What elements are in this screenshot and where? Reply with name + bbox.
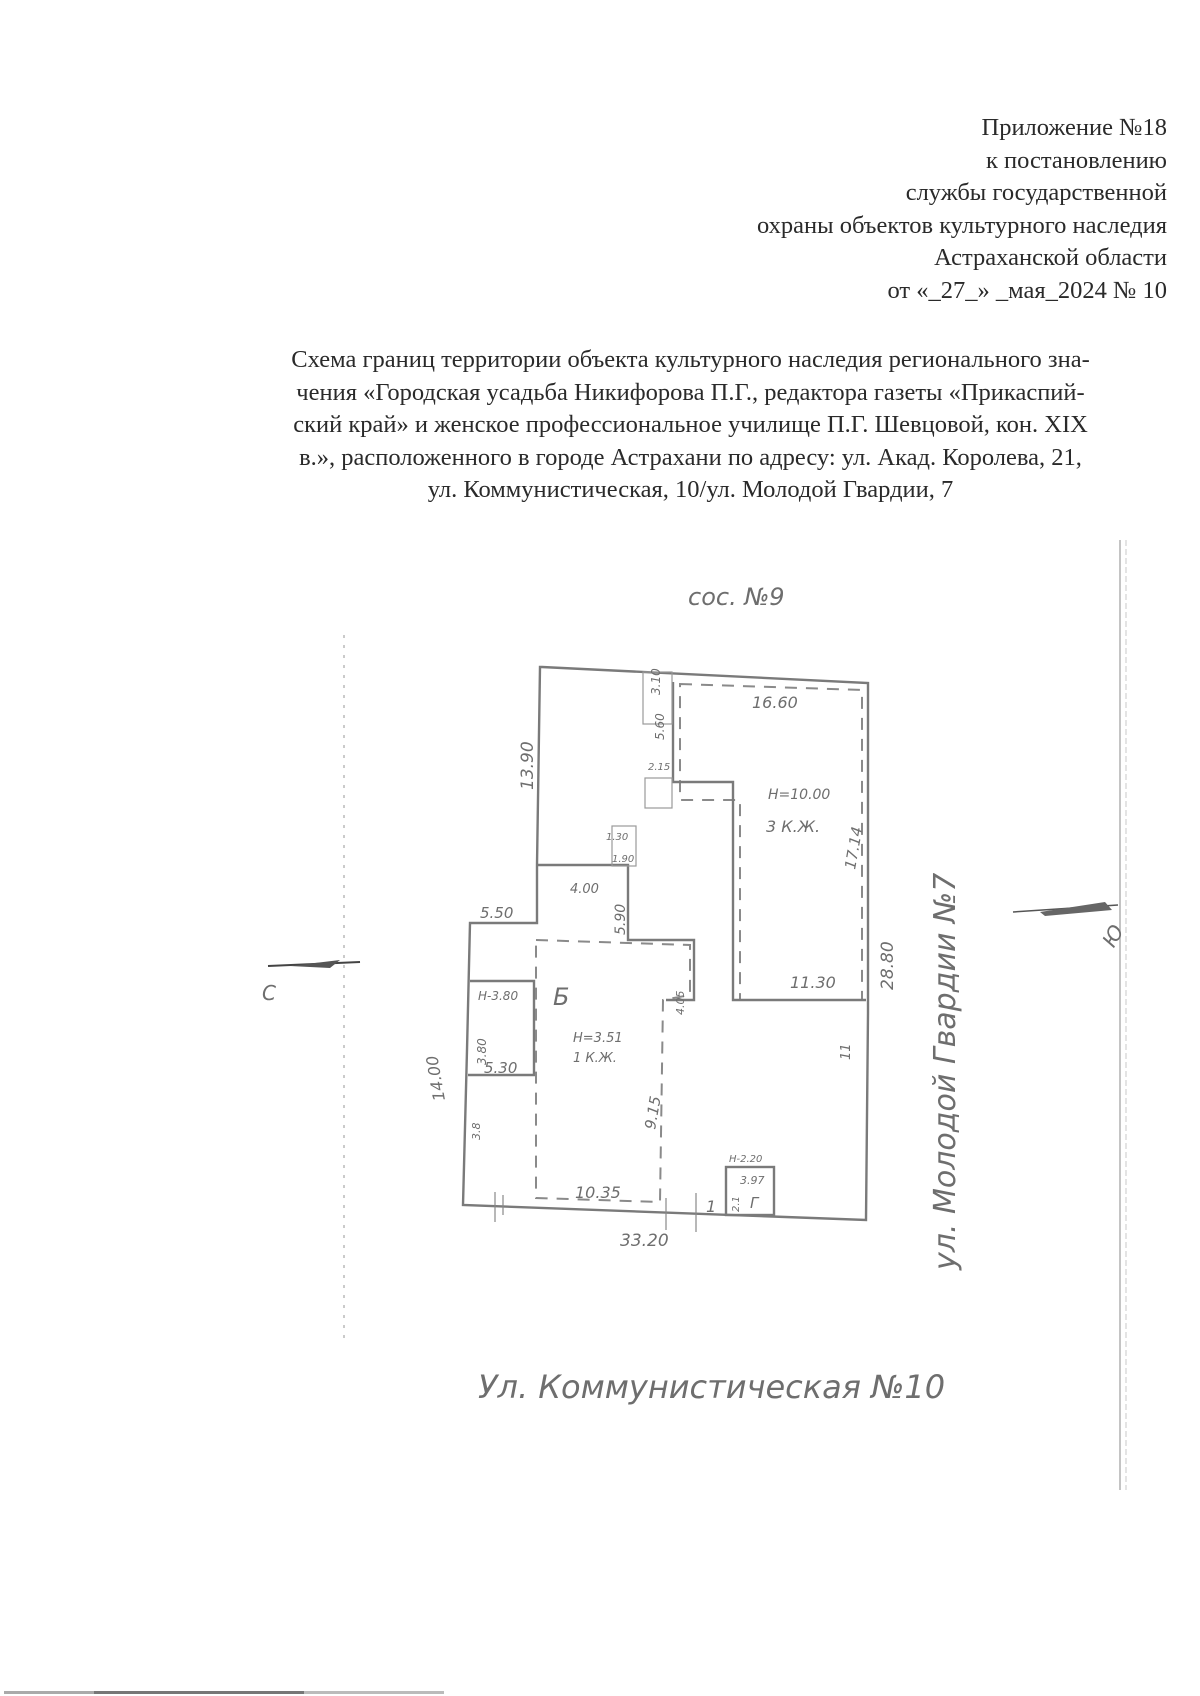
title-line: Схема границ территории объекта культурн… (291, 346, 1090, 373)
dim-small-stair: 2.15 (648, 762, 670, 773)
dimension-ticks (494, 1192, 697, 1232)
street-label-bottom: Ул. Коммунистическая №10 (478, 1368, 945, 1406)
small-box-side: 2.1 (731, 1196, 742, 1212)
dim-small-mid-2: 1.90 (612, 854, 634, 865)
dim-left-side-small: 3.80 (475, 1038, 489, 1065)
dim-small-top-2: 3.10 (649, 668, 663, 695)
dim-left-total: 14.00 (422, 1054, 449, 1102)
dim-main-building-bottom: 11.30 (790, 973, 836, 992)
appendix-number: Приложение №18 (981, 114, 1168, 141)
document-title: Схема границ территории объекта культурн… (218, 344, 1163, 507)
dim-small-top-1: 5.60 (653, 713, 667, 740)
small-box-height: Н-2.20 (729, 1154, 762, 1165)
dim-right-total: 28.80 (878, 941, 898, 990)
gate-mark: 1 (706, 1197, 716, 1216)
svg-text:С: С (262, 981, 276, 1005)
dim-right-lower: 11 (839, 1043, 854, 1060)
neighbor-label: сос. №9 (688, 583, 785, 611)
title-line: чения «Городская усадьба Никифорова П.Г.… (296, 378, 1085, 406)
lower-building-area: Н=3.51 (573, 1031, 623, 1046)
appendix-to-resolution: к постановлению (986, 146, 1167, 174)
dim-small-mid: 1.30 (606, 832, 628, 843)
title-line: ул. Коммунистическая, 10/ул. Молодой Гва… (427, 476, 954, 503)
appendix-service: службы государственной (905, 179, 1167, 206)
appendix-region: Астраханской области (934, 244, 1167, 271)
appendix-date: от «_27_» _мая_2024 № 10 (887, 276, 1168, 304)
dim-left-wing-width: 5.50 (480, 904, 513, 922)
dim-lower-building-side: 9.15 (641, 1095, 665, 1131)
north-arrow-left-icon: С (262, 960, 361, 1005)
small-box-width: 3.97 (740, 1174, 765, 1187)
main-building-outline (671, 682, 866, 1002)
dim-left-wing-inner: Н-3.80 (478, 989, 518, 1003)
dim-mid-height: 5.90 (613, 904, 629, 935)
main-building-floors: 3 К.Ж. (766, 817, 820, 836)
svg-text:Ю: Ю (1097, 920, 1129, 951)
territory-boundary (461, 665, 870, 1222)
dim-mid-width: 4.00 (570, 882, 599, 897)
dim-main-building-height: 17.14 (841, 825, 866, 870)
appendix-protection: охраны объектов культурного наследия (756, 211, 1167, 239)
lower-building-outline (535, 938, 691, 1204)
letter-b-label: Б (553, 983, 569, 1011)
footer-scan-line (4, 1691, 444, 1694)
north-arrow-right-icon: Ю (1012, 902, 1129, 951)
stair-block (611, 671, 673, 867)
small-box-letter: Г (750, 1194, 760, 1212)
dim-lower-building-right: 4.05 (674, 991, 687, 1016)
title-line: ский край» и женское профессиональное уч… (293, 411, 1088, 438)
dim-lower-building-bottom: 10.35 (575, 1183, 621, 1202)
street-label-right: ул. Молодой Гвардии №7 (928, 873, 963, 1271)
small-outbuilding (724, 1165, 776, 1217)
dim-left-upper-height: 13.90 (518, 741, 538, 790)
title-line: в.», расположенного в городе Астрахани п… (299, 443, 1082, 471)
dim-top-right-width: 16.60 (752, 693, 798, 712)
dim-left-bottom-small: 3.8 (470, 1123, 483, 1141)
lower-building-floors: 1 К.Ж. (573, 1051, 617, 1066)
dim-left-wing-lower: 5.30 (484, 1059, 517, 1077)
appendix-header: Приложение №18 к постановлению службы го… (757, 112, 1167, 307)
main-building-area: Н=10.00 (768, 787, 830, 803)
dim-bottom-total: 33.20 (620, 1231, 669, 1251)
